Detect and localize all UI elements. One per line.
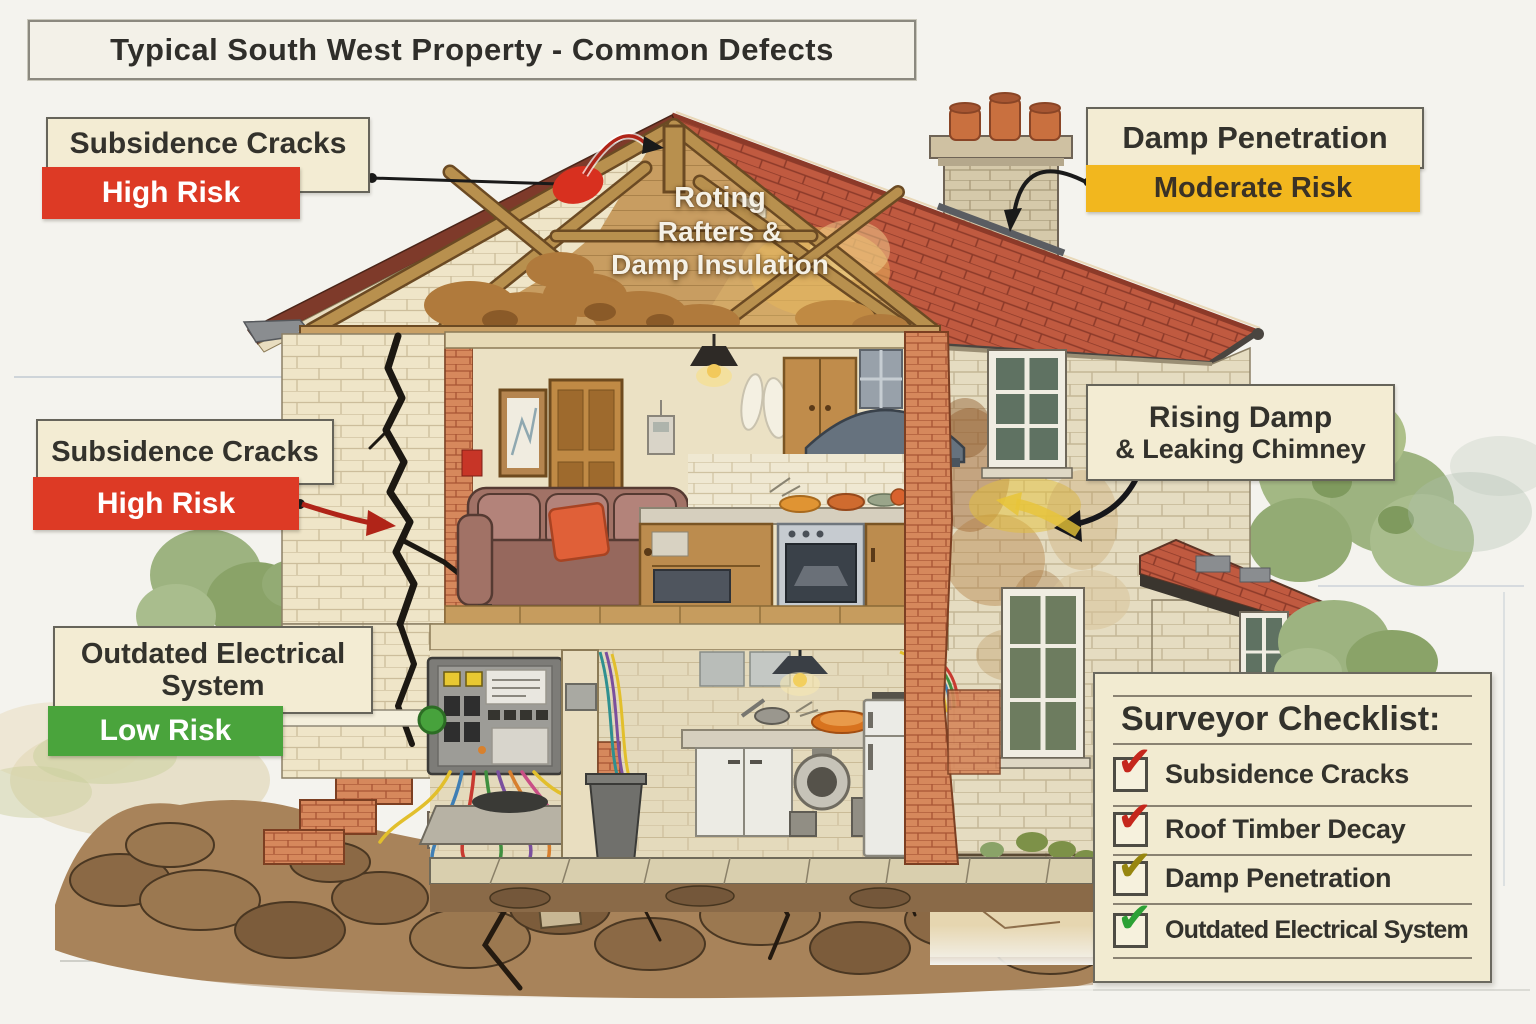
alarm-box (461, 449, 483, 477)
checklist-item-label: Roof Timber Decay (1165, 814, 1406, 844)
checklist-item-damp: ✔ Damp Penetration (1113, 845, 1480, 903)
checklist-item-electrical: ✔ Outdated Electrical System (1113, 896, 1480, 957)
page-title-text: Typical South West Property - Common Def… (110, 32, 834, 67)
callout-title-line2: System (161, 670, 265, 702)
checklist-title: Surveyor Checklist: (1121, 700, 1441, 738)
risk-label: High Risk (101, 176, 241, 209)
orange-cushion (548, 502, 610, 562)
arrow-rising-damp (996, 475, 1140, 542)
checklist-item-subsidence: ✔ Subsidence Cracks (1113, 741, 1480, 805)
wall-decor-vases (740, 373, 790, 439)
checklist-item-label: Outdated Electrical System (1165, 915, 1469, 944)
callout-electrical: Outdated Electrical System (53, 626, 373, 714)
rule (1113, 805, 1472, 807)
checkbox-icon: ✔ (1113, 741, 1152, 792)
checkbox-icon: ✔ (1113, 796, 1152, 847)
check-icon: ✔ (1117, 893, 1153, 941)
risk-banner-low: Low Risk (48, 706, 283, 756)
power-indicator (417, 705, 447, 735)
annotation-arrows (295, 132, 1140, 542)
callout-damp-penetration: Damp Penetration (1086, 107, 1424, 169)
callout-title-line1: Rising Damp (1148, 400, 1333, 434)
electrical-panel (417, 656, 564, 776)
hood-duct-window (859, 349, 903, 409)
brick-cutaway-column (904, 331, 1001, 865)
microwave (653, 569, 731, 603)
chimney-flashing (936, 202, 1066, 257)
mid-floor-beam (429, 623, 949, 651)
open-shelf-unit (638, 522, 774, 610)
surveyor-checklist-panel: Surveyor Checklist: ✔ Subsidence Cracks … (1093, 672, 1492, 983)
attic-defect-note: Roting Rafters & Damp Insulation (550, 182, 890, 282)
kitchen-counter (639, 477, 909, 525)
callout-title-line2: & Leaking Chimney (1115, 434, 1366, 465)
attic-note-line2: Rafters & (657, 216, 783, 247)
risk-banner-high: High Risk (33, 477, 299, 530)
ceiling-beam (444, 331, 949, 349)
rule (1113, 854, 1472, 856)
washer-drum (793, 748, 851, 811)
picture-frame (498, 388, 548, 478)
basement-pendant-lamp (772, 650, 828, 696)
callout-rising-damp: Rising Damp & Leaking Chimney (1086, 384, 1395, 481)
callout-title: Subsidence Cracks (69, 127, 347, 160)
weeds (980, 832, 1098, 866)
risk-banner-high: High Risk (42, 167, 300, 219)
rule (1113, 695, 1472, 697)
chimney-pots (949, 92, 1061, 141)
check-icon: ✔ (1117, 738, 1153, 785)
upper-floor (444, 605, 949, 627)
basement (279, 646, 1094, 912)
checkbox-icon: ✔ (1113, 845, 1152, 896)
oven (776, 522, 866, 610)
leader-roof-defect (367, 132, 664, 204)
check-icon: ✔ (1117, 842, 1153, 889)
checklist-item-label: Subsidence Cracks (1165, 759, 1410, 789)
callout-title: Subsidence Cracks (51, 435, 319, 468)
callout-title: Damp Penetration (1122, 119, 1388, 155)
thermostat (647, 400, 675, 455)
callout-wall-subsidence: Subsidence Cracks (36, 419, 334, 485)
upper-window (981, 349, 1073, 479)
rule (1113, 903, 1472, 905)
attic-note-line3: Damp Insulation (611, 249, 829, 280)
callout-title-line1: Outdated Electrical (80, 637, 346, 670)
king-post (662, 124, 686, 194)
white-cabinet (695, 747, 793, 837)
lower-window (995, 587, 1091, 769)
support-pillar (561, 649, 599, 859)
page-title: Typical South West Property - Common Def… (27, 19, 917, 81)
upper-room (444, 331, 966, 627)
risk-label: Low Risk (99, 714, 232, 747)
risk-label: High Risk (96, 486, 236, 520)
pendant-lamp (690, 334, 738, 387)
rule (1113, 957, 1472, 959)
checkbox-icon: ✔ (1113, 896, 1152, 948)
rule (1113, 743, 1472, 745)
check-icon: ✔ (1117, 793, 1153, 840)
risk-banner-moderate: Moderate Risk (1086, 165, 1420, 212)
checklist-item-label: Damp Penetration (1165, 863, 1392, 893)
attic-note-line1: Roting (674, 182, 766, 214)
basement-floor (429, 857, 1094, 912)
checklist-item-roof-timber: ✔ Roof Timber Decay (1113, 796, 1480, 854)
risk-label: Moderate Risk (1153, 172, 1353, 204)
